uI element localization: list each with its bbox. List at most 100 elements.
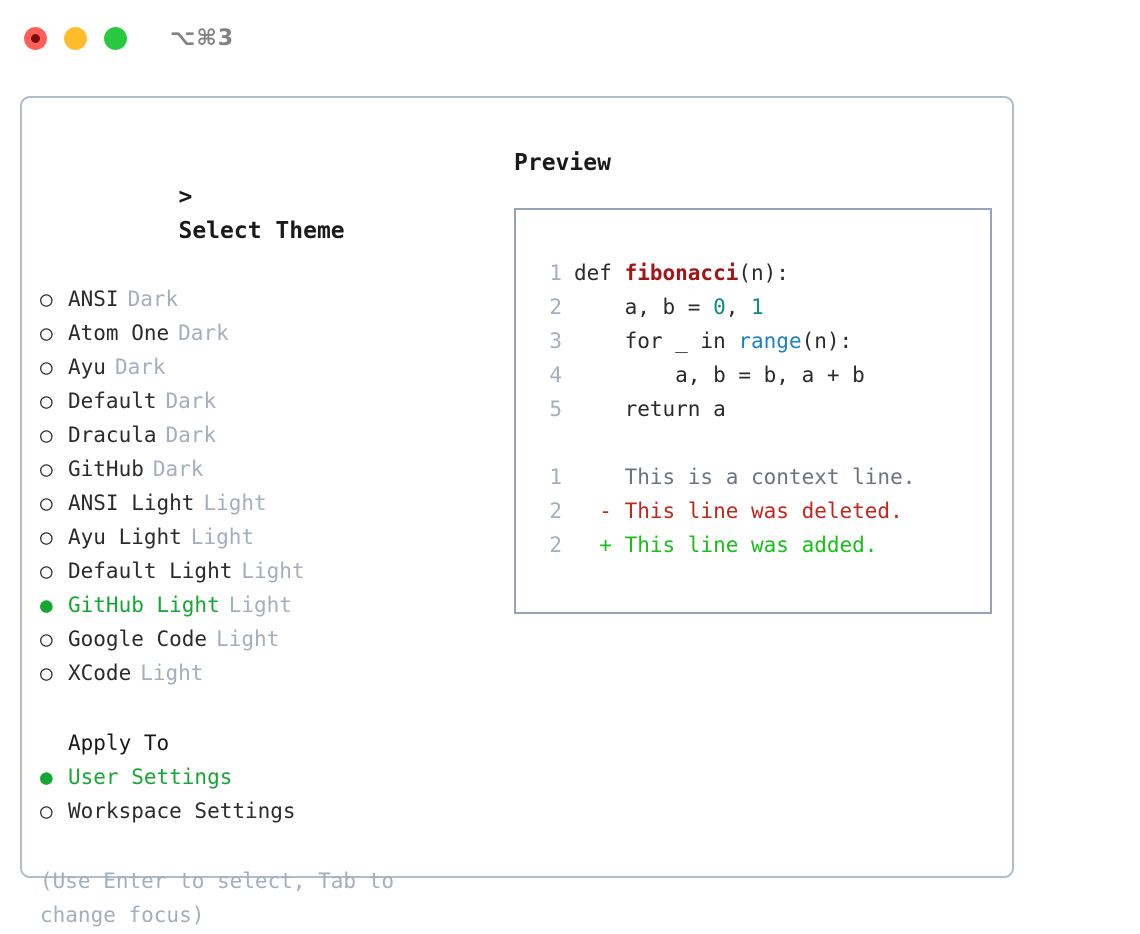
code-token-plain: def	[574, 261, 625, 285]
close-button-icon[interactable]	[24, 26, 47, 50]
theme-option-github-light[interactable]: ● GitHub Light Light	[40, 588, 502, 622]
code-token-plain: for _ in	[574, 329, 739, 353]
diff-line-ctx: 1 This is a context line.	[532, 460, 990, 494]
radio-unselected-icon: ○	[40, 491, 53, 515]
diff-line-text: + This line was added.	[574, 533, 878, 557]
line-number: 5	[549, 397, 562, 421]
apply-option-label: User Settings	[68, 765, 233, 789]
radio-unselected-icon: ○	[40, 389, 53, 413]
theme-option-label: Google Code	[68, 627, 208, 651]
code-line: 5 return a	[532, 392, 990, 426]
diff-line-text: - This line was deleted.	[574, 499, 903, 523]
code-token-call: range	[738, 329, 802, 353]
code-line: 2 a, b = 0, 1	[532, 290, 990, 324]
theme-variant-tag: Light	[190, 525, 255, 549]
radio-unselected-icon: ○	[40, 559, 53, 583]
radio-unselected-icon: ○	[40, 321, 53, 345]
apply-to-section: Apply To ●User Settings ○ Workspace Settin…	[40, 726, 502, 828]
theme-option-label: GitHub Light	[68, 593, 220, 617]
diff-sample-block: 1 This is a context line.2 - This line w…	[532, 460, 990, 562]
minimize-button-icon[interactable]	[64, 26, 87, 50]
theme-option-label: Ayu	[68, 355, 106, 379]
recording-dot-icon	[31, 33, 40, 43]
select-theme-title: Select Theme	[178, 218, 345, 244]
radio-unselected-icon: ○	[40, 627, 53, 651]
theme-variant-tag: Light	[203, 491, 267, 515]
line-number: 1	[549, 261, 562, 285]
code-line: 3 for _ in range(n):	[532, 324, 990, 358]
code-line: 4 a, b = b, a + b	[532, 358, 990, 392]
theme-option-label: ANSI	[68, 287, 119, 311]
prompt-marker-icon: >	[178, 184, 193, 210]
theme-option-atom-one[interactable]: ○ Atom One Dark	[40, 316, 502, 350]
maximize-button-icon[interactable]	[104, 26, 127, 50]
apply-to-list: ●User Settings ○ Workspace Settings	[40, 760, 502, 828]
radio-unselected-icon: ○	[40, 661, 53, 685]
line-number: 2	[549, 533, 562, 557]
select-theme-heading: > Select Theme	[40, 146, 502, 282]
radio-unselected-icon: ○	[40, 287, 53, 311]
code-diff-separator	[532, 426, 990, 460]
theme-variant-tag: Dark	[127, 287, 179, 311]
radio-unselected-icon: ○	[40, 423, 53, 447]
code-token-plain: ,	[725, 295, 752, 319]
theme-variant-tag: Dark	[152, 457, 204, 481]
code-token-plain: (n):	[738, 261, 789, 285]
theme-option-default-light[interactable]: ○ Default Light Light	[40, 554, 502, 588]
diff-line-add: 2 + This line was added.	[532, 528, 990, 562]
theme-option-label: GitHub	[68, 457, 144, 481]
theme-option-google-code[interactable]: ○ Google Code Light	[40, 622, 502, 656]
keyboard-shortcut-label: ⌥⌘3	[170, 25, 235, 51]
apply-option-user-settings[interactable]: ●User Settings	[40, 760, 502, 794]
apply-to-heading: Apply To	[68, 731, 170, 755]
theme-option-label: XCode	[68, 661, 132, 685]
traffic-lights	[24, 26, 127, 50]
code-token-num: 0	[713, 295, 726, 319]
code-token-plain: a, b = b, a + b	[574, 363, 865, 387]
diff-line-del: 2 - This line was deleted.	[532, 494, 990, 528]
radio-selected-icon: ●	[40, 593, 53, 617]
theme-option-ansi-light[interactable]: ○ ANSI Light Light	[40, 486, 502, 520]
theme-option-label: ANSI Light	[68, 491, 195, 515]
theme-option-label: Ayu Light	[68, 525, 182, 549]
theme-option-dracula[interactable]: ○ Dracula Dark	[40, 418, 502, 452]
theme-variant-tag: Dark	[165, 389, 217, 413]
theme-option-label: Default	[68, 389, 157, 413]
code-token-plain: (n):	[801, 329, 853, 353]
line-number: 2	[549, 499, 562, 523]
radio-unselected-icon: ○	[40, 355, 53, 379]
theme-variant-tag: Dark	[165, 423, 217, 447]
line-number: 2	[549, 295, 562, 319]
theme-variant-tag: Light	[216, 627, 280, 651]
apply-option-workspace-settings[interactable]: ○ Workspace Settings	[40, 794, 502, 828]
diff-line-text: This is a context line.	[574, 465, 916, 489]
theme-variant-tag: Light	[228, 593, 292, 617]
theme-variant-tag: Dark	[178, 321, 229, 345]
code-token-num: 1	[751, 295, 764, 319]
title-bar: ⌥⌘3	[0, 0, 1140, 76]
code-token-plain: a, b =	[574, 295, 714, 319]
apply-option-label: Workspace Settings	[68, 799, 296, 823]
theme-option-label: Default Light	[68, 559, 233, 583]
theme-option-label: Atom One	[68, 321, 170, 345]
help-hint-text: (Use Enter to select, Tab to change focu…	[40, 869, 395, 927]
radio-unselected-icon: ○	[40, 799, 53, 823]
theme-variant-tag: Light	[241, 559, 305, 583]
theme-option-ansi[interactable]: ○ ANSI Dark	[40, 282, 502, 316]
theme-option-default[interactable]: ○ Default Dark	[40, 384, 502, 418]
theme-option-label: Dracula	[68, 423, 157, 447]
line-number: 4	[549, 363, 562, 387]
preview-heading: Preview	[514, 150, 611, 176]
